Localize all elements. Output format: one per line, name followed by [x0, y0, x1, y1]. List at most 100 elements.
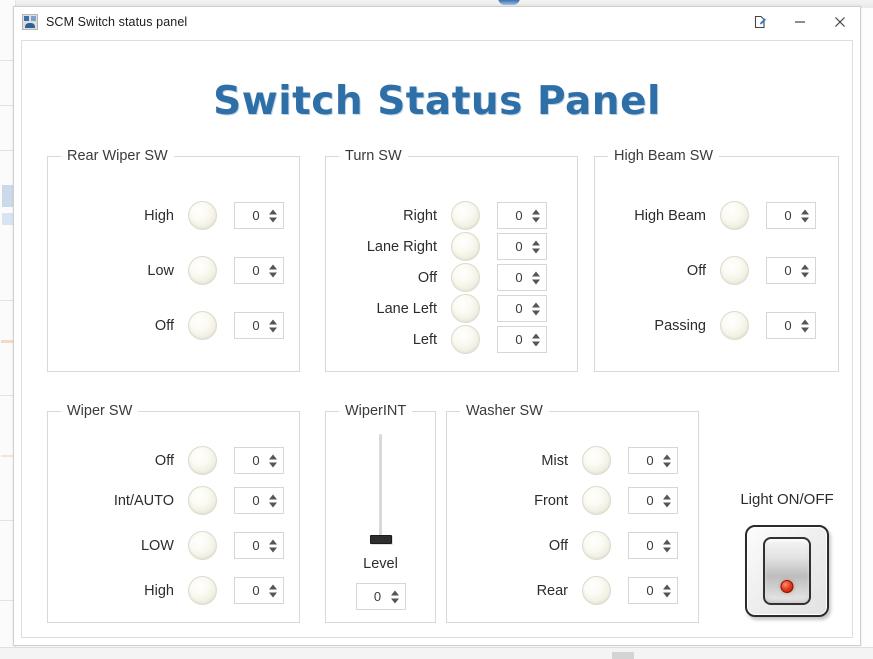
spinner-washer-off[interactable]: 0 — [628, 532, 678, 559]
spinner-turn-lane-left[interactable]: 0 — [497, 295, 547, 322]
spinner-up-icon[interactable] — [269, 209, 277, 214]
spinner-up-icon[interactable] — [663, 494, 671, 499]
led-washer-rear — [582, 576, 611, 605]
background-taskbar — [0, 647, 873, 659]
light-on-off-rocker-switch[interactable] — [745, 525, 829, 617]
spinner-up-icon[interactable] — [532, 302, 540, 307]
spinner-turn-left[interactable]: 0 — [497, 326, 547, 353]
spinner-wiper-high[interactable]: 0 — [234, 577, 284, 604]
group-title-turn-sw: Turn SW — [339, 148, 408, 164]
spinner-down-icon[interactable] — [532, 217, 540, 222]
row-washer-rear: Rear 0 — [467, 576, 678, 605]
spinner-wiper-low[interactable]: 0 — [234, 532, 284, 559]
spinner-rear-wiper-low[interactable]: 0 — [234, 257, 284, 284]
background-accent-d — [1, 455, 15, 457]
spinner-down-icon[interactable] — [663, 592, 671, 597]
spinner-value-rear-wiper-high: 0 — [252, 208, 260, 223]
wiper-int-slider[interactable] — [369, 434, 392, 544]
slider-thumb-handle[interactable] — [369, 535, 392, 544]
background-taskbar-nub — [612, 652, 634, 659]
row-rear-wiper-low: Low 0 — [78, 256, 284, 285]
minimize-button[interactable] — [780, 7, 820, 37]
spinner-washer-front[interactable]: 0 — [628, 487, 678, 514]
spinner-up-icon[interactable] — [801, 264, 809, 269]
spinner-down-icon[interactable] — [663, 462, 671, 467]
spinner-rear-wiper-high[interactable]: 0 — [234, 202, 284, 229]
spinner-down-icon[interactable] — [532, 248, 540, 253]
spinner-up-icon[interactable] — [269, 539, 277, 544]
spinner-value-turn-lane-right: 0 — [515, 239, 523, 254]
spinner-arrows-rear-wiper-high[interactable] — [269, 209, 277, 222]
spinner-down-icon[interactable] — [663, 547, 671, 552]
light-on-off-label: Light ON/OFF — [740, 491, 834, 508]
close-button[interactable] — [820, 7, 860, 37]
label-high-beam-off: Off — [686, 262, 706, 279]
spinner-down-icon[interactable] — [269, 462, 277, 467]
spinner-value-washer-front: 0 — [646, 493, 654, 508]
spinner-down-icon[interactable] — [269, 217, 277, 222]
label-washer-off: Off — [548, 537, 568, 554]
row-wiper-low: LOW 0 — [60, 531, 284, 560]
spinner-up-icon[interactable] — [663, 539, 671, 544]
spinner-down-icon[interactable] — [269, 272, 277, 277]
spinner-down-icon[interactable] — [269, 592, 277, 597]
spinner-up-icon[interactable] — [532, 240, 540, 245]
spinner-down-icon[interactable] — [663, 502, 671, 507]
spinner-down-icon[interactable] — [269, 327, 277, 332]
spinner-wiper-int-level[interactable]: 0 — [355, 583, 406, 610]
rocker-led-indicator — [780, 580, 794, 593]
spinner-up-icon[interactable] — [532, 271, 540, 276]
spinner-turn-right[interactable]: 0 — [497, 202, 547, 229]
spinner-high-beam[interactable]: 0 — [766, 202, 816, 229]
spinner-down-icon[interactable] — [269, 547, 277, 552]
spinner-value-wiper-off: 0 — [252, 453, 260, 468]
spinner-up-icon[interactable] — [663, 454, 671, 459]
spinner-up-icon[interactable] — [269, 454, 277, 459]
led-turn-lane-right — [451, 232, 480, 261]
page-title: Switch Status Panel — [213, 79, 661, 124]
spinner-down-icon[interactable] — [801, 272, 809, 277]
wiper-int-slider-block: Level 0 — [326, 434, 435, 610]
spinner-up-icon[interactable] — [269, 264, 277, 269]
row-wiper-off: Off 0 — [60, 446, 284, 475]
spinner-wiper-off[interactable]: 0 — [234, 447, 284, 474]
label-turn-left: Left — [412, 331, 437, 348]
spinner-high-beam-off[interactable]: 0 — [766, 257, 816, 284]
spinner-down-icon[interactable] — [801, 327, 809, 332]
spinner-up-icon[interactable] — [269, 584, 277, 589]
spinner-up-icon[interactable] — [269, 494, 277, 499]
window-title: SCM Switch status panel — [46, 15, 188, 29]
spinner-rear-wiper-off[interactable]: 0 — [234, 312, 284, 339]
spinner-turn-lane-right[interactable]: 0 — [497, 233, 547, 260]
spinner-up-icon[interactable] — [532, 209, 540, 214]
led-high-beam-off — [720, 256, 749, 285]
led-turn-lane-left — [451, 294, 480, 323]
spinner-up-icon[interactable] — [801, 319, 809, 324]
spinner-down-icon[interactable] — [269, 502, 277, 507]
app-image-icon — [22, 14, 38, 30]
restore-page-icon[interactable] — [740, 7, 780, 37]
spinner-up-icon[interactable] — [269, 319, 277, 324]
spinner-high-beam-passing[interactable]: 0 — [766, 312, 816, 339]
spinner-up-icon[interactable] — [663, 584, 671, 589]
rocker-paddle[interactable] — [763, 537, 811, 605]
background-window-tab — [498, 0, 520, 5]
led-rear-wiper-high — [188, 201, 217, 230]
spinner-down-icon[interactable] — [532, 310, 540, 315]
spinner-down-icon[interactable] — [532, 341, 540, 346]
label-turn-off: Off — [417, 269, 437, 286]
row-rear-wiper-off: Off 0 — [78, 311, 284, 340]
spinner-down-icon[interactable] — [801, 217, 809, 222]
label-washer-rear: Rear — [536, 582, 568, 599]
spinner-turn-off[interactable]: 0 — [497, 264, 547, 291]
spinner-washer-mist[interactable]: 0 — [628, 447, 678, 474]
row-turn-lane-left: Lane Left 0 — [341, 294, 547, 323]
row-high-beam-passing: Passing 0 — [605, 311, 816, 340]
spinner-up-icon[interactable] — [801, 209, 809, 214]
spinner-down-icon[interactable] — [390, 598, 399, 603]
spinner-up-icon[interactable] — [532, 333, 540, 338]
spinner-up-icon[interactable] — [390, 590, 399, 595]
spinner-down-icon[interactable] — [532, 279, 540, 284]
spinner-washer-rear[interactable]: 0 — [628, 577, 678, 604]
spinner-wiper-int-auto[interactable]: 0 — [234, 487, 284, 514]
